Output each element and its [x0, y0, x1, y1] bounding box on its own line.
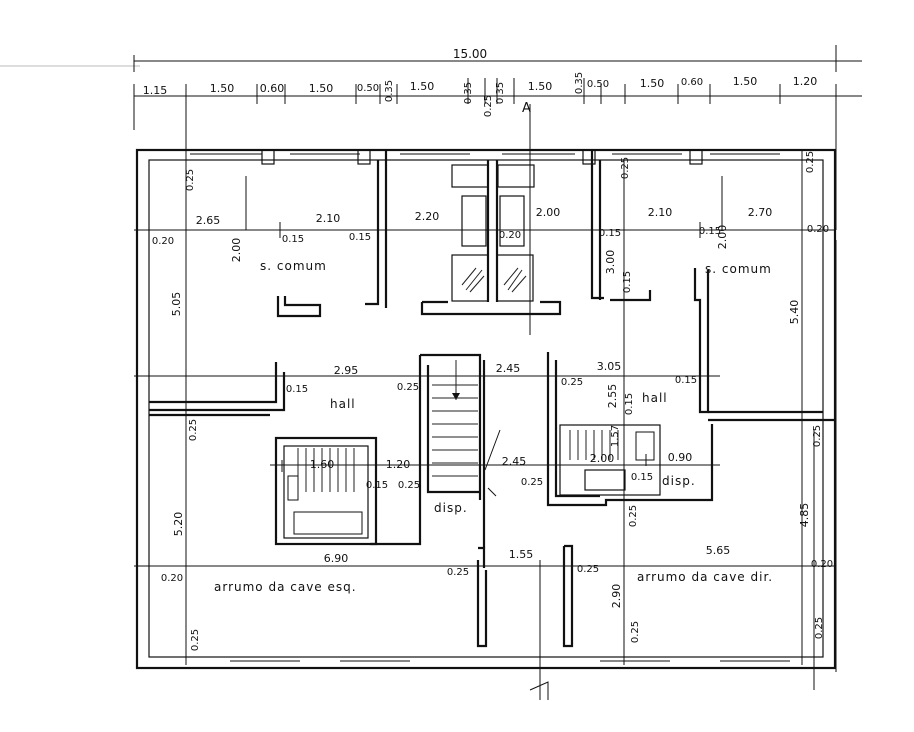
dim-label: 2.00 — [716, 225, 729, 250]
dim-label: 0.15 — [366, 480, 388, 491]
dim-label: 2.45 — [496, 362, 521, 375]
room-label-disp-right: disp. — [662, 474, 696, 488]
dim-label: 0.25 — [561, 377, 583, 388]
room-label-storage-right: arrumo da cave dir. — [637, 570, 773, 584]
dim-label: 2.10 — [648, 206, 673, 219]
dim-label: 0.25 — [188, 419, 199, 441]
shaft-hatching — [461, 267, 527, 293]
dimension-ticks — [245, 176, 723, 472]
dim-label: 0.25 — [521, 477, 543, 488]
section-mark-bottom — [529, 650, 549, 700]
dim-label: 2.10 — [316, 212, 341, 225]
dim-label: 3.00 — [604, 250, 617, 275]
dim-label: 2.20 — [415, 210, 440, 223]
dim-label: 0.25 — [577, 564, 599, 575]
top-dim-8: 0.35 — [463, 82, 474, 104]
dim-label: 0.25 — [814, 617, 825, 639]
dim-label: 0.25 — [447, 567, 469, 578]
top-dim-1: 1.15 — [143, 84, 168, 97]
staircase — [432, 360, 501, 497]
dim-label: 0.15 — [599, 228, 621, 239]
dim-label: 0.25 — [812, 425, 823, 447]
top-dim-7: 1.50 — [410, 80, 435, 93]
dim-label: 2.00 — [536, 206, 561, 219]
room-label-hall-left: hall — [330, 397, 356, 411]
room-label-disp-left: disp. — [434, 501, 468, 515]
dim-label: 0.15 — [624, 393, 635, 415]
top-dim-9: 0.25 — [483, 95, 494, 117]
dim-label: 5.65 — [706, 544, 731, 557]
top-dim-12: 0.35 — [574, 72, 585, 94]
dim-label: 2.55 — [606, 384, 619, 409]
dim-label: 0.15 — [675, 375, 697, 386]
dim-label: 2.70 — [748, 206, 773, 219]
dim-label: 1.60 — [310, 458, 335, 471]
dim-label: 0.25 — [805, 151, 816, 173]
dim-label: 2.45 — [502, 455, 527, 468]
dim-label: 0.15 — [282, 234, 304, 245]
section-mark-top: A — [522, 101, 531, 136]
top-dim-13: 0.50 — [587, 79, 609, 90]
bathroom-fixtures-right — [569, 430, 655, 461]
dim-label: 0.20 — [152, 236, 174, 247]
room-label-storage-left: arrumo da cave esq. — [214, 580, 357, 594]
dim-label: 3.05 — [597, 360, 622, 373]
dim-label: 0.25 — [185, 169, 196, 191]
dim-label: 0.15 — [349, 232, 371, 243]
overall-dimension: 15.00 — [133, 45, 862, 72]
dim-label: 0.25 — [630, 621, 641, 643]
dim-label: 0.15 — [622, 271, 633, 293]
dim-label: 0.25 — [620, 157, 631, 179]
dim-label: 0.25 — [628, 505, 639, 527]
construction-axes — [134, 104, 837, 690]
partial-dimension-chain: 1.15 1.50 0.60 1.50 0.50 0.35 1.50 0.35 … — [133, 72, 862, 130]
dim-label: 0.20 — [811, 559, 833, 570]
top-dim-4: 1.50 — [309, 82, 334, 95]
bathroom-fixtures-left — [287, 448, 363, 535]
exterior-walls — [135, 148, 837, 670]
dim-label: 0.15 — [286, 384, 308, 395]
dim-label: 2.65 — [196, 214, 221, 227]
dim-label: 1.55 — [509, 548, 534, 561]
dim-label: 0.20 — [807, 224, 829, 235]
dim-label: 5.05 — [170, 292, 183, 317]
dim-label: 4.85 — [798, 503, 811, 528]
top-dim-11: 1.50 — [528, 80, 553, 93]
dim-label: 0.20 — [499, 230, 521, 241]
top-dim-5: 0.50 — [357, 83, 379, 94]
top-dim-17: 1.20 — [793, 75, 818, 88]
top-dim-10: 0.35 — [495, 82, 506, 104]
dim-label: 2.95 — [334, 364, 359, 377]
interior-walls — [149, 149, 835, 648]
dim-label: 1.57 — [610, 425, 621, 447]
room-label-common-left: s. comum — [260, 259, 327, 273]
top-dim-16: 1.50 — [733, 75, 758, 88]
dim-label: 0.15 — [699, 226, 721, 237]
dim-label: 2.00 — [590, 452, 615, 465]
overall-width-label: 15.00 — [453, 47, 487, 61]
dim-label: 6.90 — [324, 552, 349, 565]
dim-label: 1.20 — [386, 458, 411, 471]
room-label-hall-right: hall — [642, 391, 668, 405]
top-dim-15: 0.60 — [681, 77, 703, 88]
room-label-common-right: s. comum — [705, 262, 772, 276]
dim-label: 2.00 — [230, 238, 243, 263]
dim-label: 0.25 — [398, 480, 420, 491]
top-dim-2: 1.50 — [210, 82, 235, 95]
dim-label: 0.25 — [397, 382, 419, 393]
dim-label: 0.20 — [161, 573, 183, 584]
section-mark-top-label: A — [522, 101, 531, 116]
top-dim-14: 1.50 — [640, 77, 665, 90]
dim-label: 5.40 — [788, 300, 801, 325]
dim-label: 0.90 — [668, 451, 693, 464]
top-dim-6: 0.35 — [384, 80, 395, 102]
dim-label: 5.20 — [172, 512, 185, 537]
top-dim-3: 0.60 — [260, 82, 285, 95]
dim-label: 0.25 — [190, 629, 201, 651]
dimension-labels: 2.65 2.10 2.20 2.00 2.10 2.70 0.20 0.15 … — [152, 151, 833, 651]
dim-label: 2.90 — [610, 584, 623, 609]
stair-arrow-icon — [452, 393, 460, 400]
dim-label: 0.15 — [631, 472, 653, 483]
